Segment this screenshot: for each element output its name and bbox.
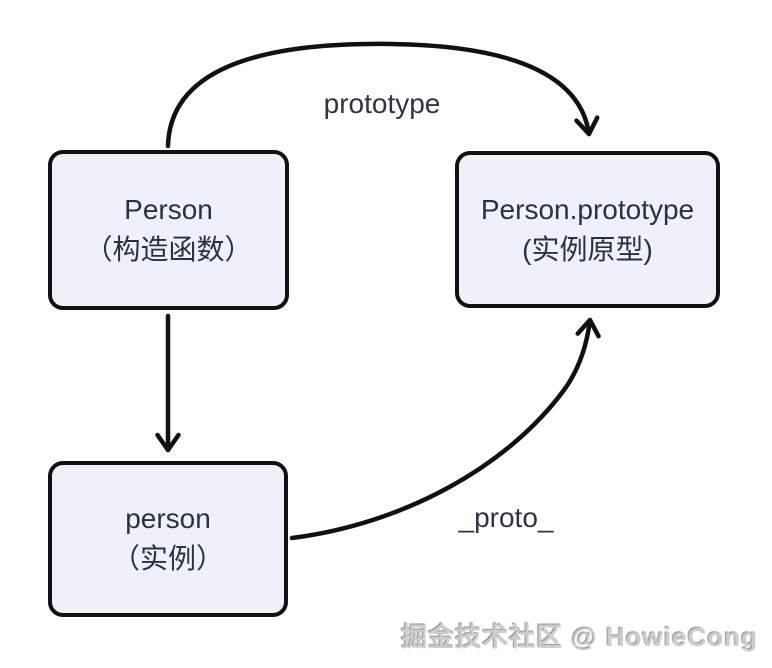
proto-arrow-label: _proto_ [458, 502, 554, 533]
instance-box: person （实例） [48, 461, 288, 617]
prototype-arrow [165, 41, 600, 149]
constructor-box: Person （构造函数） [48, 150, 289, 310]
prototype-arrow-label: prototype [323, 88, 441, 119]
prototype-box: Person.prototype (实例原型) [455, 151, 720, 308]
constructor-box-title: Person [124, 194, 213, 225]
watermark: 掘金技术社区 @ HowieCong [401, 622, 758, 652]
constructor-box-subtitle: （构造函数） [84, 234, 253, 265]
instance-box-subtitle: （实例） [111, 543, 224, 574]
instance-box-title: person [125, 503, 211, 534]
proto-arrow [289, 317, 601, 541]
prototype-box-title: Person.prototype [480, 193, 695, 225]
prototype-box-subtitle: (实例原型) [522, 233, 653, 265]
